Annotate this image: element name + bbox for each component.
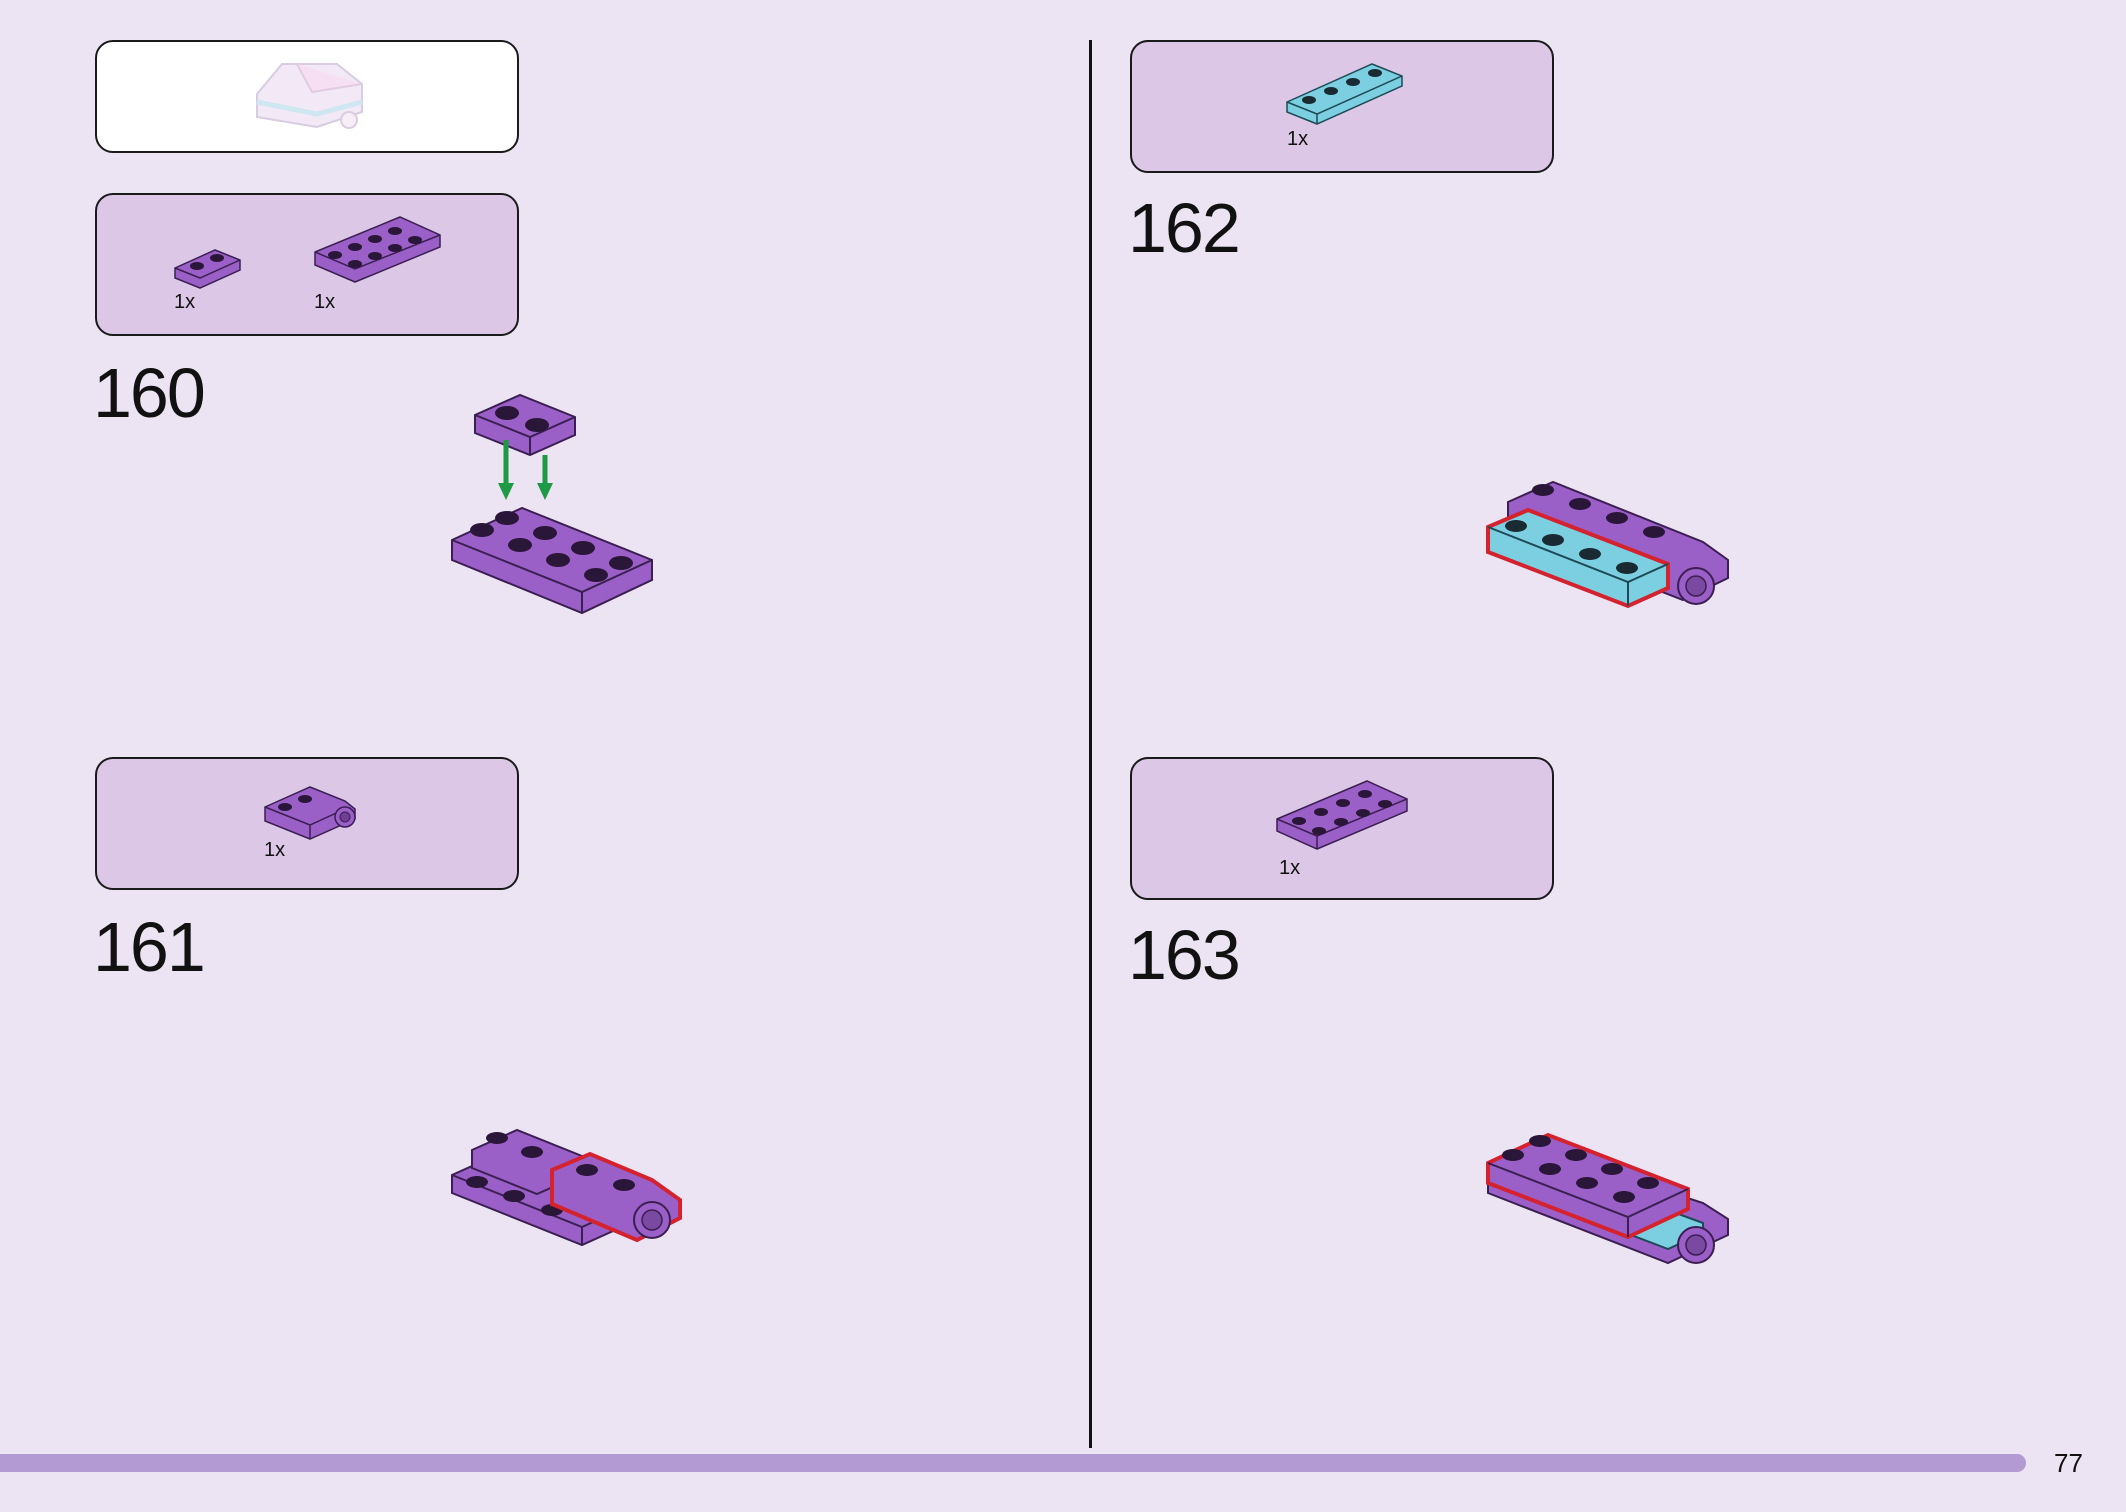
purple-plate-1x2-icon [174,216,441,289]
part-quantity: 1x [314,291,336,313]
parts-callout-step-162: 1x [1130,40,1554,173]
submodel-preview-icon [256,63,363,129]
purple-plate-2x4-icon [1276,780,1408,850]
part-quantity: 1x [1287,128,1309,150]
part-quantity: 1x [1279,857,1301,879]
parts-callout-step-161: 1x [95,757,519,890]
purple-plate-with-pin-hole-icon [264,786,356,840]
page-number: 77 [2054,1448,2083,1478]
part-quantity: 1x [264,839,286,861]
parts-callout-step-160: 1x 1x [95,193,519,336]
step-number: 160 [93,354,206,432]
step-163-build-illustration [1486,1132,1729,1265]
submodel-preview-box [95,40,519,153]
progress-bar [0,1454,2026,1472]
step-number: 161 [93,908,206,986]
step-162-build-illustration [1486,480,1729,609]
blue-plate-1x4-icon [1286,63,1403,125]
column-divider [1089,40,1092,1448]
part-quantity: 1x [174,291,196,313]
step-161-build-illustration [451,1128,682,1247]
step-number: 162 [1128,189,1241,267]
step-number: 163 [1128,916,1241,994]
parts-callout-step-163: 1x [1130,757,1554,900]
step-160-build-illustration [451,393,653,615]
